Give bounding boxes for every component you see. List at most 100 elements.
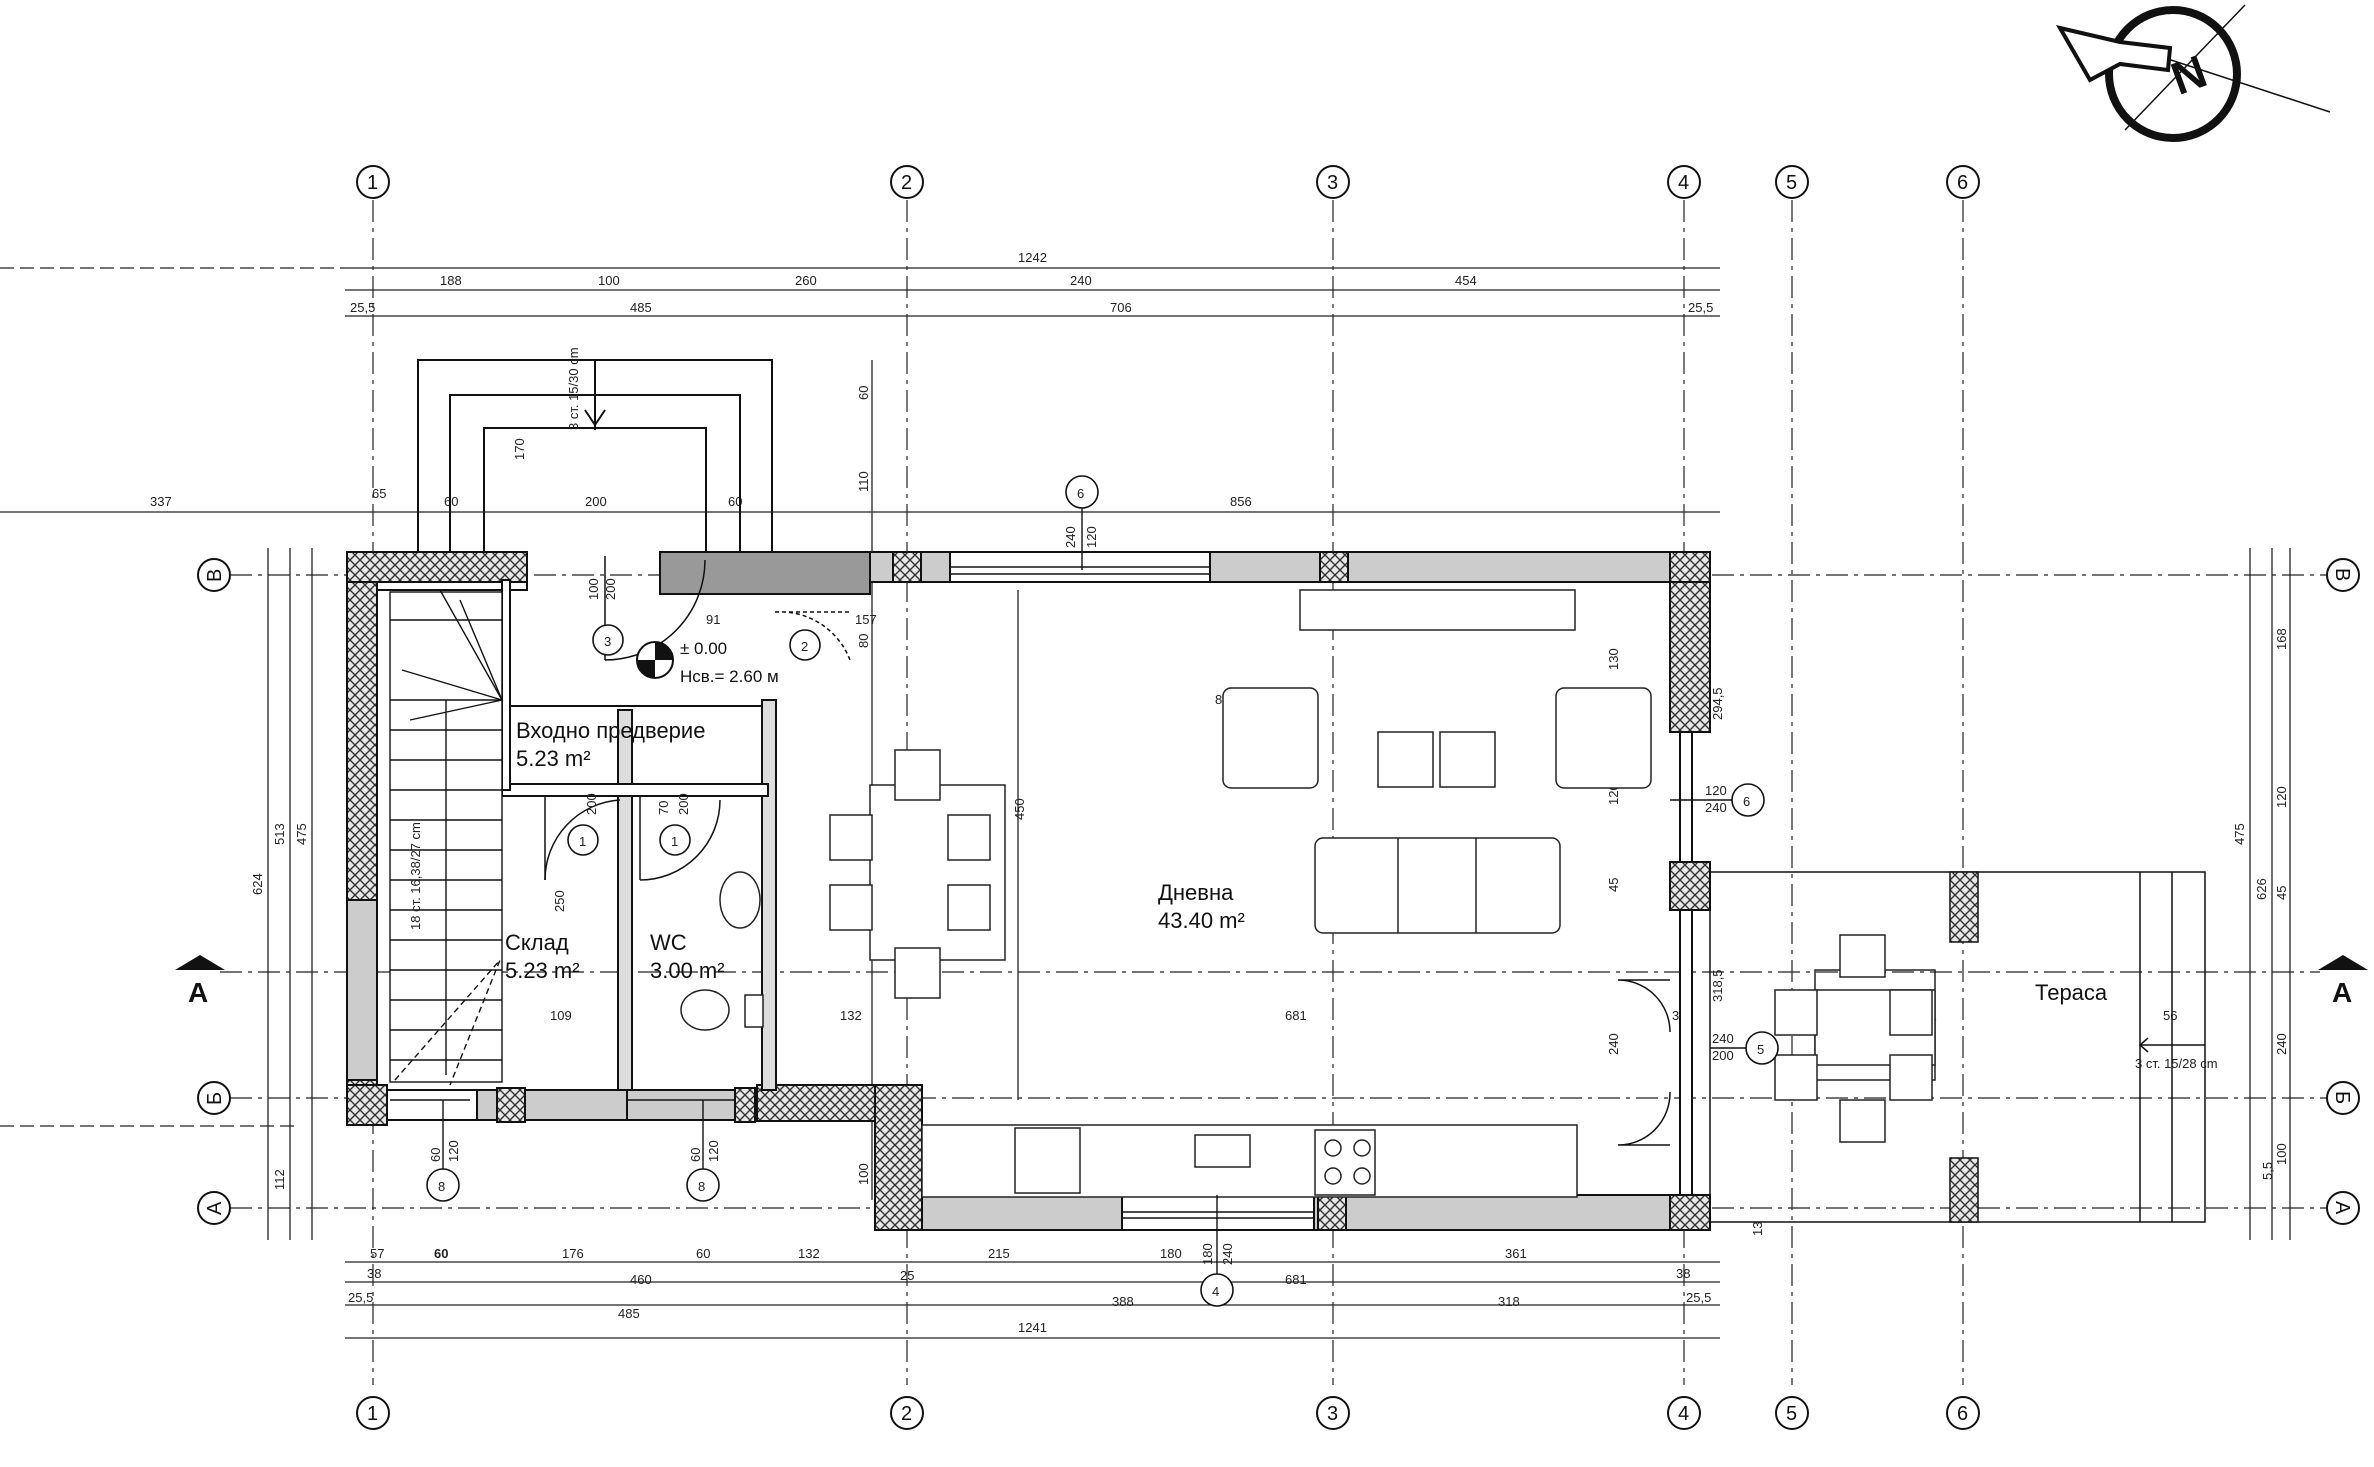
axis-label-4-bottom: 4 — [1678, 1403, 1689, 1425]
room-storage-name: Склад — [505, 930, 569, 955]
elevation-marker-icon — [636, 641, 674, 679]
dim-109: 109 — [550, 1008, 572, 1023]
svg-text:N: N — [2164, 45, 2213, 105]
dim-right-45: 45 — [2274, 886, 2289, 900]
axis-label-1-bottom: 1 — [367, 1403, 378, 1425]
dim-bot-12: 681 — [1285, 1272, 1307, 1287]
door-size-4: 70 — [656, 801, 671, 815]
dim-450: 450 — [1012, 798, 1027, 820]
dim-top-3: 260 — [795, 273, 817, 288]
dim-bot-5: 132 — [798, 1246, 820, 1261]
staircase — [389, 589, 504, 1086]
w8-size-b-left: 120 — [446, 1140, 461, 1162]
axis-label-1-top: 1 — [367, 172, 378, 194]
grid-bubbles-top — [197, 165, 2360, 1430]
dim-bot-10: 460 — [630, 1272, 652, 1287]
w5-size-a: 240 — [1712, 1031, 1734, 1046]
dim-bot-2: 60 — [434, 1246, 448, 1261]
w5-size-b: 200 — [1712, 1048, 1734, 1063]
w8-size-b-right: 120 — [706, 1140, 721, 1162]
dim-right-100: 100 — [2274, 1143, 2289, 1165]
axis-label-a-left: А — [204, 1201, 226, 1215]
terrace-stairs-label: 3 ст. 15/28 cm — [2135, 1056, 2218, 1071]
door-size-5: 200 — [676, 793, 691, 815]
room-entrance-area: 5.23 m² — [516, 746, 591, 771]
tag-w8-left: 8 — [438, 1179, 445, 1194]
room-wc-area: 3.00 m² — [650, 958, 725, 983]
dim-top-4: 240 — [1070, 273, 1092, 288]
dim-top-2: 100 — [598, 273, 620, 288]
tag-w5: 5 — [1757, 1042, 1764, 1057]
dim-56: 56 — [2163, 1008, 2177, 1023]
axis-label-5-bottom: 5 — [1786, 1403, 1797, 1425]
dim-top-5: 454 — [1455, 273, 1477, 288]
dim-13: 13 — [1750, 1222, 1765, 1236]
walls — [346, 551, 1711, 1231]
w8-size-a-right: 60 — [688, 1148, 703, 1162]
dim-left-112: 112 — [272, 1169, 287, 1190]
dim-bot-7: 180 — [1160, 1246, 1182, 1261]
room-wc-name: WC — [650, 930, 687, 955]
axis-label-v-right: В — [2331, 568, 2353, 581]
dim-130: 130 — [1606, 648, 1621, 670]
dim-total-top: 1242 — [1018, 250, 1047, 265]
dim-top-8: 706 — [1110, 300, 1132, 315]
dim-right-120: 120 — [2274, 786, 2289, 808]
room-living-name: Дневна — [1158, 880, 1234, 905]
axis-label-3-bottom: 3 — [1327, 1403, 1338, 1425]
axis-label-2-bottom: 2 — [901, 1403, 912, 1425]
tag-w6-top: 6 — [1077, 486, 1084, 501]
tag-d3: 3 — [604, 634, 611, 649]
axis-label-b-right: Б — [2331, 1091, 2353, 1104]
axis-label-5-top: 5 — [1786, 172, 1797, 194]
dim-240: 240 — [1606, 1033, 1621, 1055]
entry-stairs-label: 3 ст. 15/30 cm — [566, 347, 581, 430]
elevation-level: ± 0.00 — [680, 639, 727, 658]
dim-top-9: 25,5 — [1688, 300, 1713, 315]
dim-top-7: 485 — [630, 300, 652, 315]
elevation-absolute: Нсв.= 2.60 м — [680, 667, 779, 686]
furniture — [680, 589, 1936, 1198]
room-storage-area: 5.23 m² — [505, 958, 580, 983]
axis-label-b-left: Б — [204, 1092, 226, 1105]
dim-100k: 100 — [856, 1163, 871, 1185]
dim-right-240: 240 — [2274, 1033, 2289, 1055]
dim-bot-3: 176 — [562, 1246, 584, 1261]
dim-bot-11: 25 — [900, 1268, 914, 1283]
dim-right-168: 168 — [2274, 628, 2289, 650]
w4-size-b: 240 — [1220, 1243, 1235, 1265]
door-size-1: 200 — [603, 578, 618, 600]
tag-w4: 4 — [1212, 1284, 1219, 1299]
tag-w8-right: 8 — [698, 1179, 705, 1194]
dimension-lines — [0, 267, 2291, 1339]
tag-d1-storage: 1 — [579, 834, 586, 849]
dim-bot-17: 318 — [1498, 1294, 1520, 1309]
svg-text:А: А — [2332, 977, 2352, 1008]
tag-w6-right: 6 — [1743, 794, 1750, 809]
dim-right-626: 626 — [2254, 878, 2269, 900]
axis-label-6-top: 6 — [1957, 172, 1968, 194]
windows — [390, 566, 1314, 1219]
north-arrow-icon: N — [2055, 4, 2331, 142]
dim-bot-13: 38 — [1676, 1266, 1690, 1281]
dim-5-5: 5,5 — [2260, 1162, 2275, 1180]
entrance-steps — [417, 359, 773, 552]
dim-bot-15: 485 — [618, 1306, 640, 1321]
dim-bot-18: 25,5 — [1686, 1290, 1711, 1305]
dim-60b: 60 — [728, 494, 742, 509]
dim-total-bottom: 1241 — [1018, 1320, 1047, 1335]
w6-right-size-a: 120 — [1705, 783, 1727, 798]
axis-label-6-bottom: 6 — [1957, 1403, 1968, 1425]
main-stairs-label: 18 ст. 16,38/27 cm — [408, 822, 423, 930]
dim-856: 856 — [1230, 494, 1252, 509]
dim-65: 65 — [372, 486, 386, 501]
dim-left-513: 513 — [272, 823, 287, 845]
tag-d1-wc: 1 — [671, 834, 678, 849]
tag-d2: 2 — [801, 639, 808, 654]
dim-bot-4: 60 — [696, 1246, 710, 1261]
dim-318: 318,5 — [1710, 969, 1725, 1002]
dim-110: 110 — [856, 471, 871, 492]
dim-681: 681 — [1285, 1008, 1307, 1023]
axis-label-3-top: 3 — [1327, 172, 1338, 194]
door-size-2: 100 — [586, 578, 601, 600]
